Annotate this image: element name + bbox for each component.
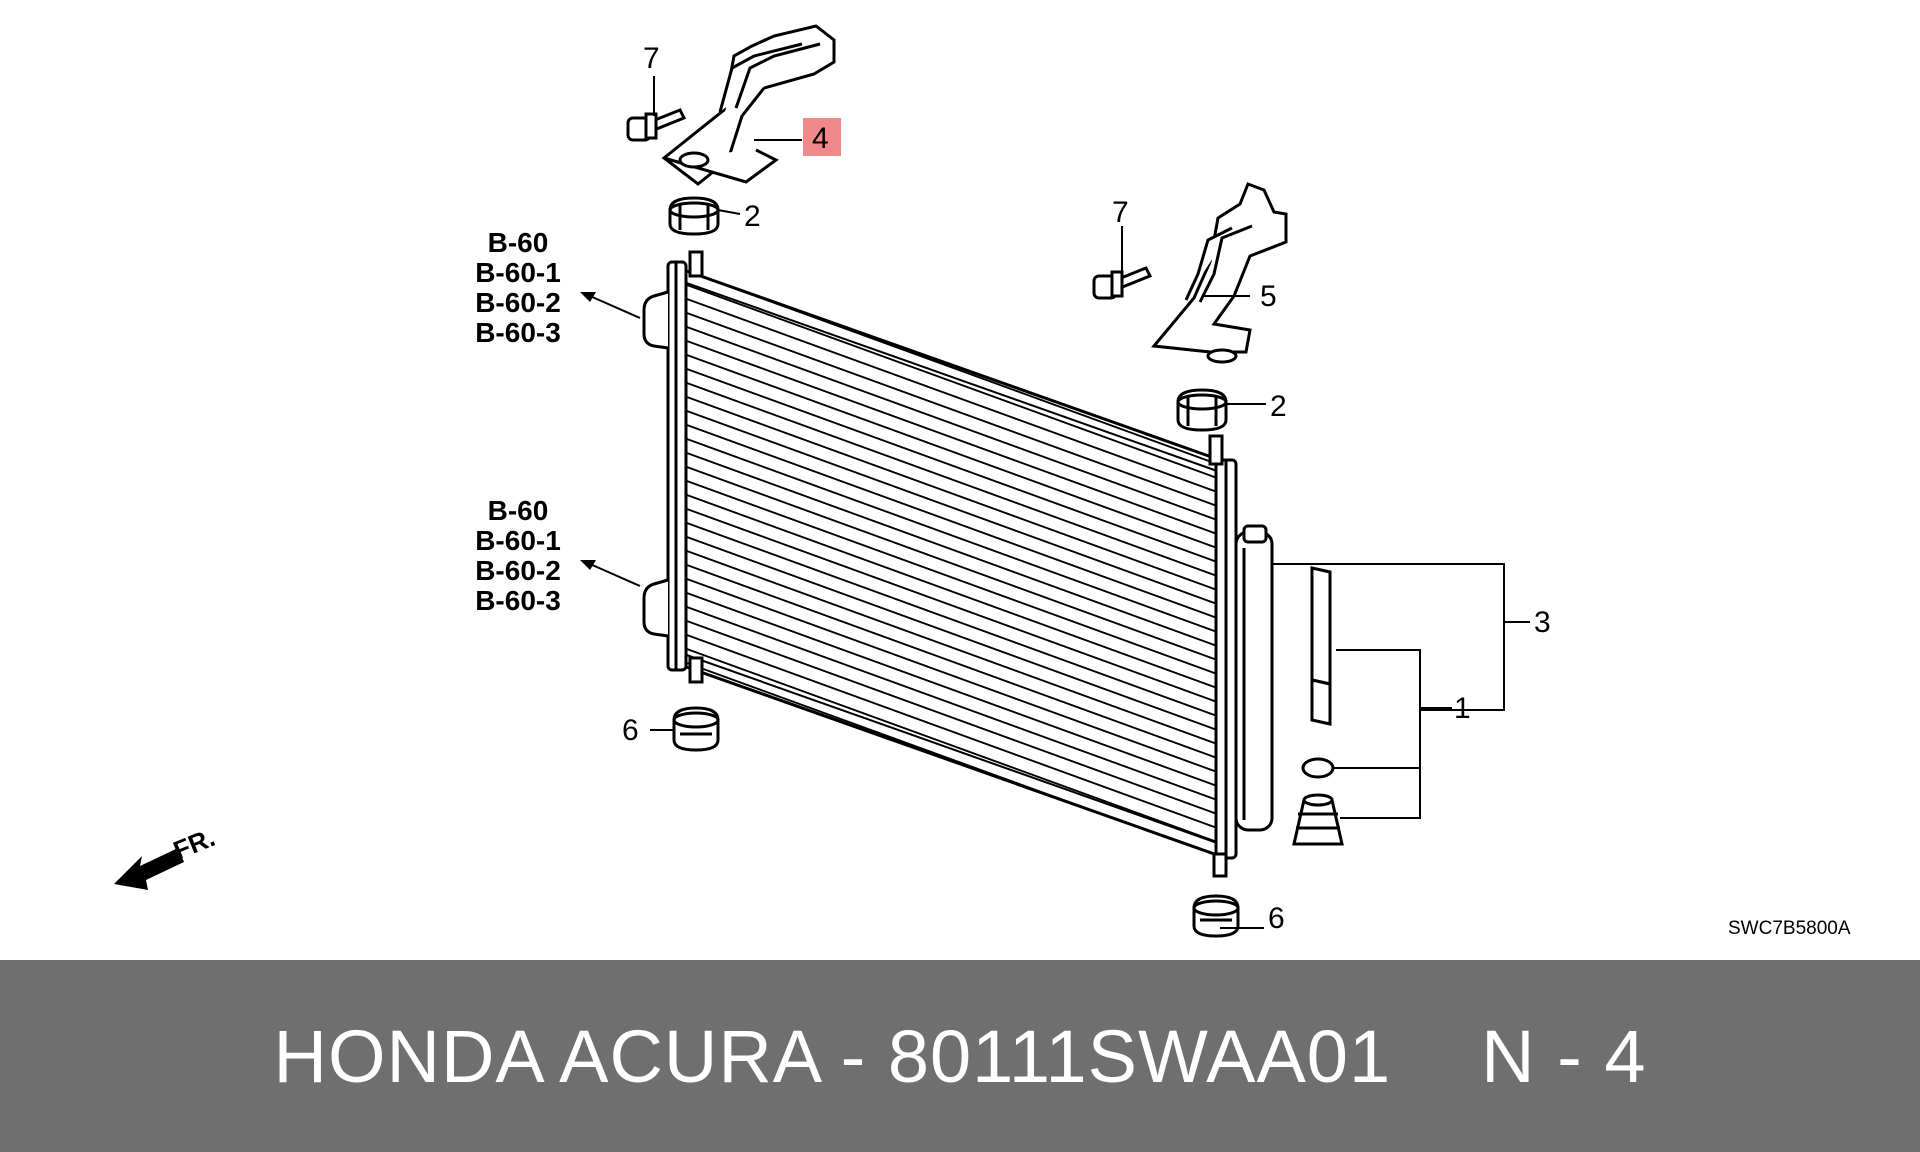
mount-rubber-lower-right xyxy=(1192,894,1240,938)
page-ref-text: N - 4 xyxy=(1481,1014,1647,1098)
callout-4: 4 xyxy=(812,122,829,155)
callout-5: 5 xyxy=(1260,280,1277,313)
bolt-right xyxy=(1092,266,1153,300)
callout-7-right: 7 xyxy=(1112,196,1129,229)
ref-group-upper: B-60 B-60-1 B-60-2 B-60-3 xyxy=(475,227,561,348)
footer-banner: HONDA ACURA - 80111SWAA01 N - 4 xyxy=(0,960,1920,1152)
callout-6-right: 6 xyxy=(1268,902,1285,935)
front-arrow-icon: FR. xyxy=(114,822,219,890)
callout-6-left: 6 xyxy=(622,714,639,747)
mount-rubber-right xyxy=(1176,388,1228,432)
desiccant xyxy=(1310,566,1332,726)
ref-upper-4: B-60-3 xyxy=(475,317,561,348)
ref-upper-1: B-60 xyxy=(488,227,549,258)
mount-rubber-lower-left xyxy=(672,706,720,752)
callout-1: 1 xyxy=(1454,692,1471,725)
diagram-code: SWC7B5800A xyxy=(1728,918,1851,939)
upper-bracket-left xyxy=(661,24,836,186)
left-header-tank xyxy=(642,250,704,684)
ref-arrows xyxy=(580,292,596,570)
ref-lower-2: B-60-1 xyxy=(475,525,561,556)
bolt-left xyxy=(626,108,687,142)
callout-7-left: 7 xyxy=(643,42,660,75)
mount-rubber-upper xyxy=(668,196,720,236)
receiver-dryer xyxy=(1234,524,1274,832)
ref-lower-4: B-60-3 xyxy=(475,585,561,616)
highlight-box xyxy=(803,118,841,156)
ref-upper-2: B-60-1 xyxy=(475,257,561,288)
condenser-core xyxy=(676,265,1222,859)
ref-lower-3: B-60-2 xyxy=(475,555,561,586)
callout-3: 3 xyxy=(1534,606,1551,639)
parts-diagram: 7 4 2 7 5 2 3 1 6 6 B-60 B-60-1 B-60-2 B… xyxy=(114,24,1851,939)
part-number-text: HONDA ACURA - 80111SWAA01 xyxy=(273,1014,1392,1098)
footer-line: HONDA ACURA - 80111SWAA01 N - 4 xyxy=(274,1014,1647,1099)
receiver-cap xyxy=(1292,793,1344,846)
ref-upper-3: B-60-2 xyxy=(475,287,561,318)
right-header-tank xyxy=(1208,434,1238,878)
o-ring xyxy=(1301,757,1335,779)
ref-lower-1: B-60 xyxy=(488,495,549,526)
callout-2-right: 2 xyxy=(1270,390,1287,423)
callout-2-upper: 2 xyxy=(744,200,761,233)
ref-group-lower: B-60 B-60-1 B-60-2 B-60-3 xyxy=(475,495,561,616)
leader-lines xyxy=(589,76,1530,929)
upper-bracket-right xyxy=(1151,182,1288,364)
